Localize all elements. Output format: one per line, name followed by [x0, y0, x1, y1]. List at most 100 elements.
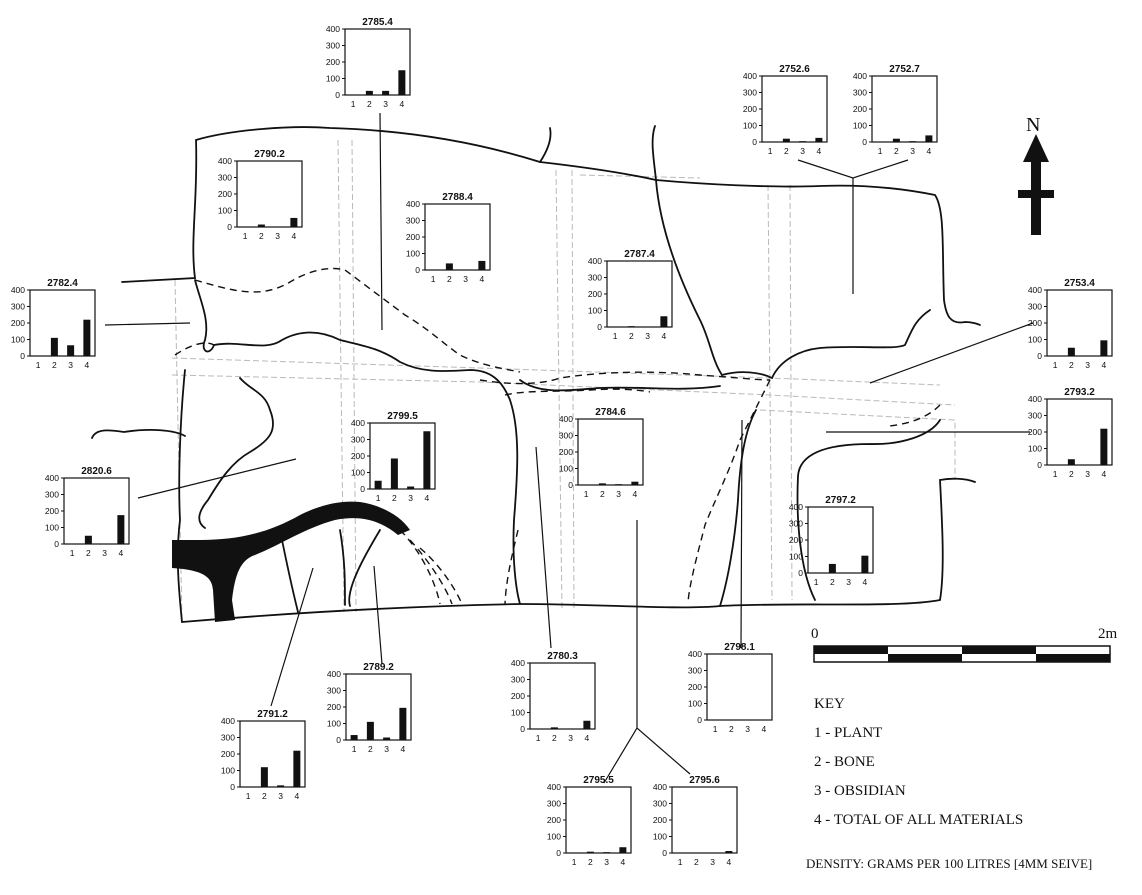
chart-title: 2787.4 — [624, 249, 655, 260]
y-tick-label: 200 — [653, 815, 667, 825]
bar — [828, 563, 836, 573]
x-tick-label: 2 — [1069, 469, 1074, 479]
x-tick-label: 2 — [830, 577, 835, 587]
bar — [892, 138, 900, 142]
x-tick-label: 1 — [572, 857, 577, 867]
bar — [725, 851, 733, 853]
x-tick-label: 4 — [1102, 469, 1107, 479]
x-tick-label: 2 — [447, 274, 452, 284]
bar — [598, 483, 606, 485]
y-tick-label: 0 — [230, 782, 235, 792]
y-tick-label: 100 — [351, 468, 365, 478]
leader-line — [603, 727, 691, 784]
y-tick-label: 200 — [688, 682, 702, 692]
y-tick-label: 200 — [326, 57, 340, 67]
bar — [365, 90, 373, 95]
leader-line — [137, 458, 297, 499]
y-tick-label: 400 — [653, 782, 667, 792]
bar — [293, 750, 301, 787]
plot-frame — [761, 75, 828, 143]
bar — [631, 481, 639, 485]
x-tick-label: 1 — [243, 231, 248, 241]
x-tick-label: 4 — [727, 857, 732, 867]
x-tick-label: 1 — [36, 360, 41, 370]
y-tick-label: 100 — [853, 121, 867, 131]
y-tick-label: 100 — [1028, 335, 1042, 345]
chart-title: 2820.6 — [81, 466, 112, 477]
x-tick-label: 4 — [927, 146, 932, 156]
plot-frame — [529, 662, 596, 730]
chart-title: 2799.5 — [387, 411, 418, 422]
y-tick-label: 400 — [547, 782, 561, 792]
x-tick-label: 1 — [1053, 360, 1058, 370]
chart-title: 2791.2 — [257, 709, 288, 720]
y-tick-label: 400 — [11, 285, 25, 295]
y-tick-label: 200 — [789, 535, 803, 545]
y-tick-label: 300 — [327, 686, 341, 696]
x-tick-label: 4 — [762, 724, 767, 734]
bar — [257, 224, 265, 227]
y-tick-label: 0 — [54, 539, 59, 549]
leader-line — [104, 322, 191, 326]
x-tick-label: 1 — [376, 493, 381, 503]
chart-title: 2752.7 — [889, 64, 920, 75]
x-tick-label: 2 — [392, 493, 397, 503]
y-tick-label: 200 — [11, 318, 25, 328]
leader-line — [535, 446, 552, 649]
y-tick-label: 0 — [662, 848, 667, 858]
x-tick-label: 1 — [246, 791, 251, 801]
bar — [398, 70, 406, 95]
x-tick-label: 3 — [800, 146, 805, 156]
x-tick-label: 3 — [1085, 469, 1090, 479]
y-tick-label: 100 — [743, 121, 757, 131]
chart-title: 2782.4 — [47, 278, 78, 289]
x-tick-label: 4 — [633, 489, 638, 499]
chart-title: 2790.2 — [254, 149, 285, 160]
chart-title: 2788.4 — [442, 192, 473, 203]
bar — [619, 847, 627, 853]
y-tick-label: 100 — [218, 206, 232, 216]
bar — [374, 480, 382, 489]
bar — [603, 852, 611, 853]
chart-title: 2795.5 — [583, 775, 614, 786]
y-tick-label: 100 — [789, 552, 803, 562]
y-tick-label: 200 — [853, 104, 867, 114]
y-tick-label: 100 — [406, 249, 420, 259]
dashed-cut-lines — [174, 267, 941, 605]
y-tick-label: 400 — [511, 658, 525, 668]
plot-frame — [871, 75, 938, 143]
plot-frame — [236, 160, 303, 228]
bar — [117, 515, 125, 544]
y-tick-label: 0 — [697, 715, 702, 725]
y-tick-label: 400 — [406, 199, 420, 209]
y-tick-label: 300 — [743, 88, 757, 98]
x-tick-label: 2 — [552, 733, 557, 743]
y-tick-label: 0 — [798, 568, 803, 578]
y-tick-label: 200 — [351, 451, 365, 461]
y-tick-label: 300 — [406, 216, 420, 226]
leader-line — [869, 322, 1034, 384]
y-tick-label: 300 — [511, 675, 525, 685]
scale-start-label: 0 — [811, 626, 819, 642]
y-tick-label: 0 — [336, 735, 341, 745]
x-tick-label: 4 — [817, 146, 822, 156]
bar — [67, 345, 75, 356]
bar — [277, 785, 285, 787]
x-tick-label: 2 — [367, 99, 372, 109]
x-tick-label: 1 — [814, 577, 819, 587]
y-tick-label: 0 — [335, 90, 340, 100]
y-tick-label: 200 — [1028, 427, 1042, 437]
y-tick-label: 200 — [559, 447, 573, 457]
y-tick-label: 400 — [45, 473, 59, 483]
y-tick-label: 100 — [221, 766, 235, 776]
bar — [350, 735, 358, 740]
bar — [583, 720, 591, 729]
